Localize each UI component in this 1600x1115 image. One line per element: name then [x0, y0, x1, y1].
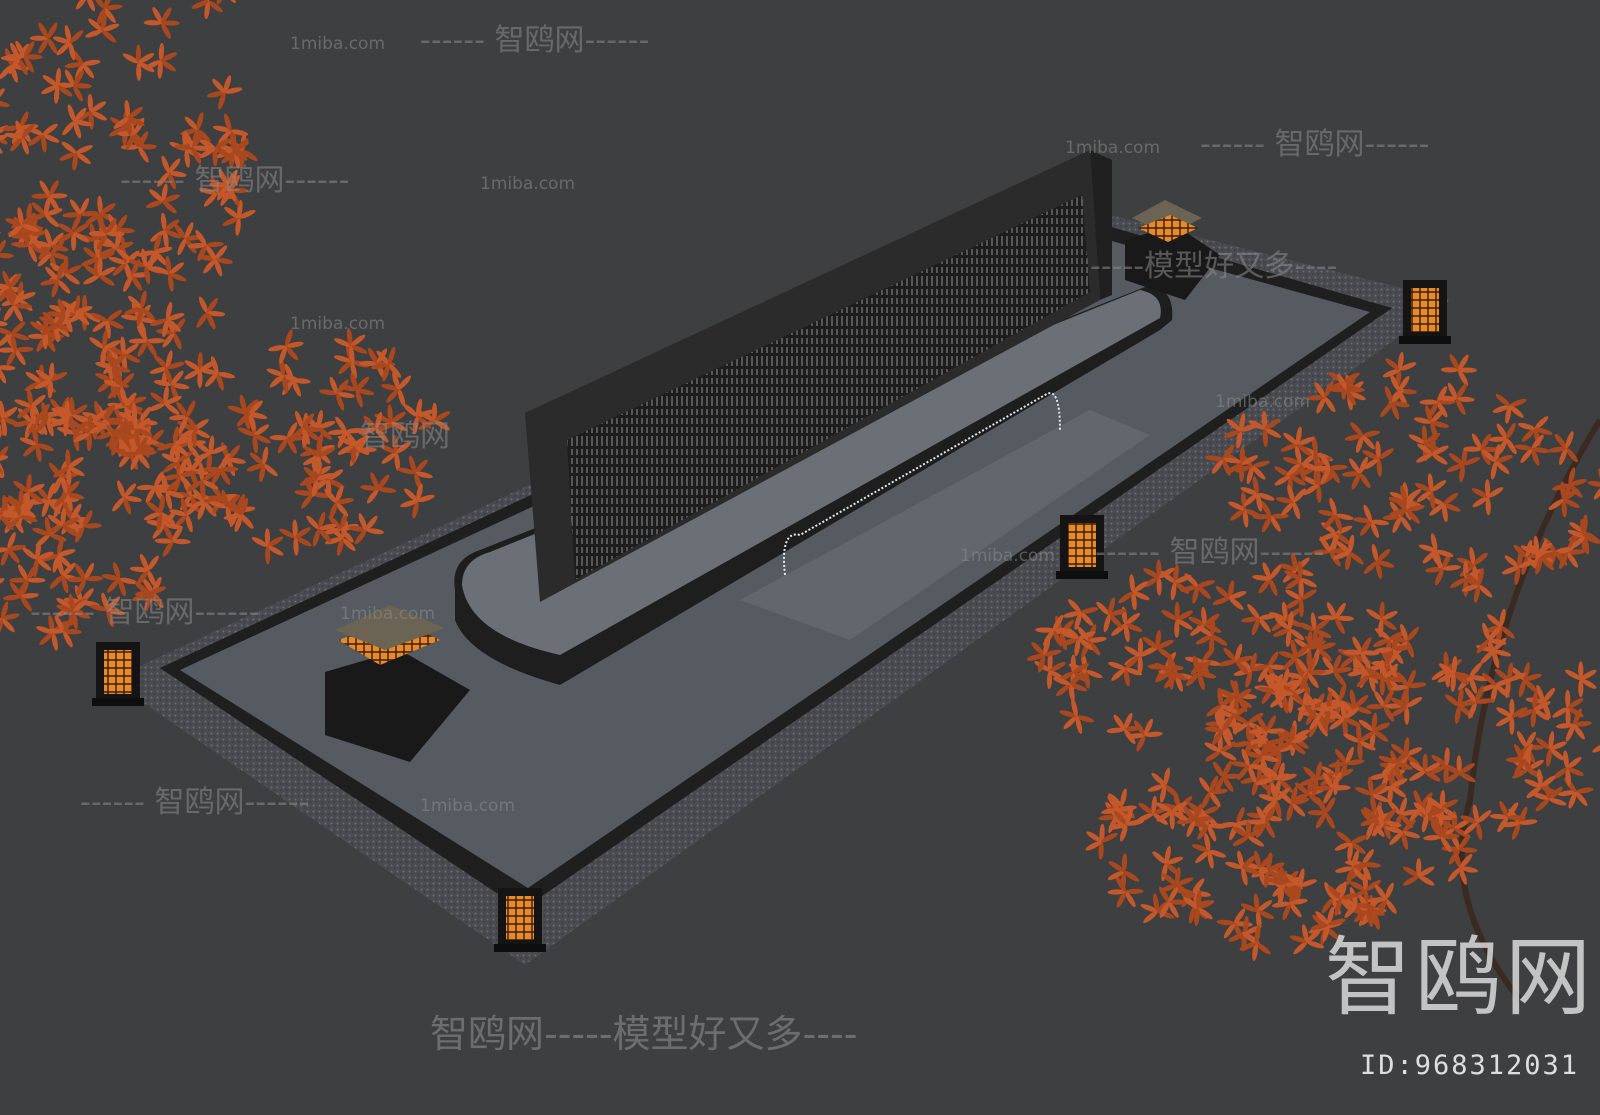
water-wall-side — [1090, 150, 1112, 300]
watermark-site: 1miba.com — [1215, 392, 1311, 412]
tree-branch — [1458, 418, 1600, 1002]
maple-foliage — [0, 388, 191, 651]
plinth — [1125, 225, 1220, 300]
watermark-site: 1miba.com — [290, 34, 386, 54]
maple-foliage — [105, 328, 451, 565]
watermark-site: 1miba.com — [960, 546, 1056, 566]
watermark-site: 1miba.com — [340, 604, 436, 624]
watermark-site: 1miba.com — [1065, 138, 1161, 158]
watermark-slogan: -----模型好又多---- — [1090, 249, 1338, 284]
plinth — [325, 650, 470, 762]
maple-foliage — [1205, 351, 1600, 603]
watermark-site: 1miba.com — [290, 314, 386, 334]
watermark-brand: ------ 智鸥网------ — [120, 163, 350, 198]
watermark-bottom: 智鸥网-----模型好又多---- — [430, 1012, 858, 1056]
watermark-brand: ------ 智鸥网------ — [1095, 535, 1325, 570]
water-panel — [740, 410, 1150, 640]
watermark-brand: ------ 智鸥网------ — [1200, 127, 1430, 162]
watermark-brand-short: 智鸥网 — [360, 419, 450, 454]
logo-id: ID:968312031 — [1360, 1050, 1580, 1081]
maple-foliage — [1026, 559, 1405, 770]
lantern — [1399, 280, 1451, 344]
lantern — [494, 888, 546, 952]
watermark-brand: ------ 智鸥网------ — [30, 595, 260, 630]
maple-foliage — [1240, 608, 1600, 885]
logo-brand: 智鸥网 — [1325, 928, 1595, 1028]
pool-surface — [180, 240, 1370, 888]
maple-foliage — [1085, 748, 1492, 961]
plinth-top-lamp — [1138, 215, 1198, 242]
watermark-site: 1miba.com — [480, 174, 576, 194]
watermark-brand: ------ 智鸥网------ — [80, 785, 310, 820]
lantern — [1056, 515, 1108, 579]
watermark-site: 1miba.com — [420, 796, 516, 816]
lantern — [92, 642, 144, 706]
raised-bed-top — [462, 290, 1161, 655]
plinth-roof — [335, 605, 445, 650]
watermark-brand: ------ 智鸥网------ — [420, 23, 650, 58]
maple-foliage — [0, 197, 226, 462]
water-curtain — [567, 195, 1090, 580]
